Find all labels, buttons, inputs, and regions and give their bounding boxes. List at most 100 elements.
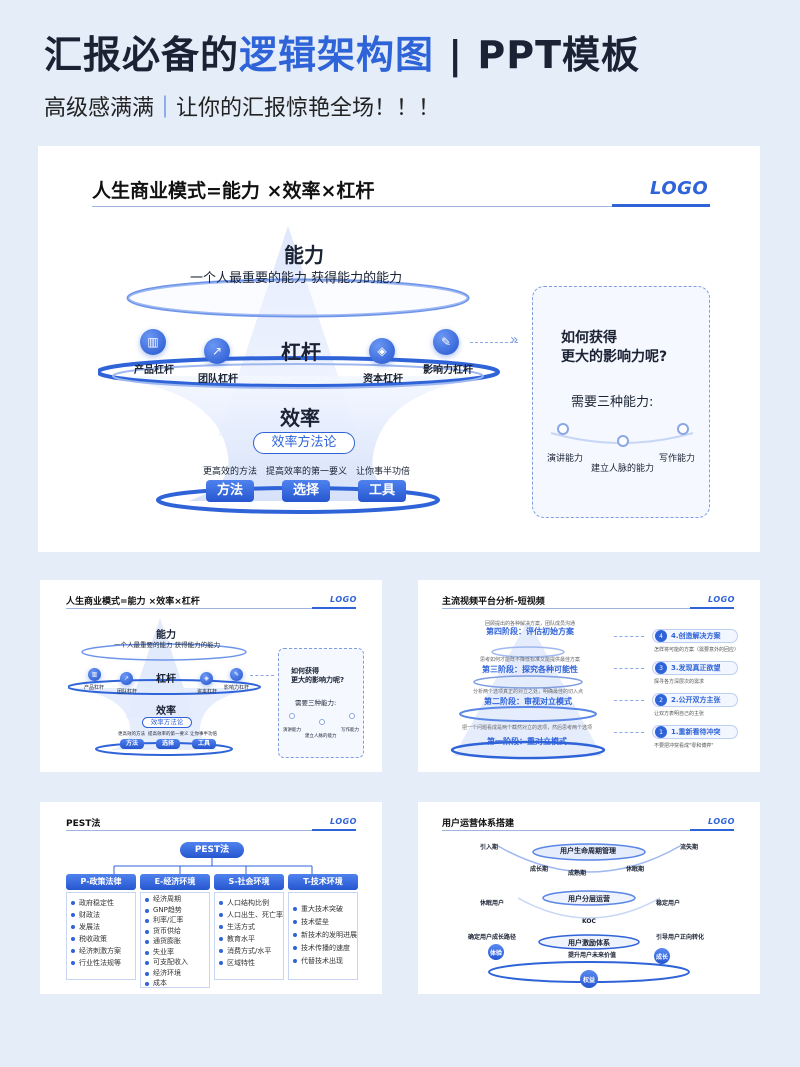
main-slide: 人生商业模式=能力 ×效率×杠杆 LOGO 能力 一个人最重要的能力 获得能力的…: [38, 146, 760, 552]
step-desc: 怎样将可能的方案（需要意外的回应）: [654, 647, 740, 653]
tool-button: 工具: [192, 739, 216, 749]
efficiency-desc: 让你事半功倍: [190, 732, 217, 737]
pest-column-body: 政府稳定性 财政法 发展法 税收政策 经济刺激方案 行业性法规等: [66, 892, 136, 980]
koc-label: KOC: [582, 918, 596, 925]
pest-item: 代替技术出现: [289, 955, 357, 968]
chart-icon: ↗: [120, 672, 133, 685]
pest-item: 失业率: [141, 947, 209, 958]
method-button: 方法: [206, 480, 254, 502]
ability-dot: [677, 423, 689, 435]
choice-button: 选择: [156, 739, 180, 749]
stage-title: 第四阶段：评估初始方案: [486, 627, 574, 636]
influence-icon: ✎: [230, 668, 243, 681]
step-desc: 让双方表明自己的主张: [654, 711, 705, 717]
efficiency-desc: 提高效率的第一要义: [148, 732, 189, 737]
capital-icon: ◈: [369, 338, 395, 364]
logo: LOGO: [708, 817, 735, 826]
step-desc: 不要把冲突看成"零和博弈": [654, 743, 714, 749]
solution-step: 1 1.重新看待冲突: [652, 725, 738, 739]
leverage-label: 团队杠杆: [117, 689, 138, 695]
efficiency-title: 效率: [280, 406, 320, 430]
stage-desc: 回顾提出的各种解决方案，团队成员沟通: [484, 621, 575, 627]
efficiency-method-pill: 效率方法论: [142, 717, 192, 728]
leverage-label: 产品杠杆: [84, 685, 105, 691]
stage-desc: 思考如何才能既不降低标准又能提供最佳方案: [479, 657, 580, 663]
slide-title: 人生商业模式=能力 ×效率×杠杆: [92, 180, 375, 202]
pest-column-body: 经济周期 GNP趋势 利率/汇率 货币供给 通货膨胀 失业率 可支配收入 经济环…: [140, 892, 210, 988]
title-part: | PPT模板: [434, 33, 640, 77]
influence-box: 如何获得 更大的影响力呢? 需要三种能力: 演讲能力 建立人脉的能力 写作能力: [278, 648, 364, 758]
path-label: 确定用户成长路径: [468, 934, 517, 941]
user-ops-graphic: [488, 843, 690, 983]
leverage-label: 影响力杠杆: [224, 685, 250, 691]
logo: LOGO: [330, 817, 357, 826]
arrow-head-icon: »: [510, 332, 519, 348]
step-label: 2.公开双方主张: [671, 696, 721, 704]
method-button: 方法: [120, 739, 144, 749]
pest-column-head: S-社会环境: [214, 874, 284, 890]
pest-item: 生活方式: [215, 921, 283, 933]
pest-item: 经济刺激方案: [67, 945, 135, 957]
incentive-label: 用户激励体系: [568, 939, 610, 947]
influence-question: 如何获得 更大的影响力呢?: [291, 667, 345, 684]
product-icon: ▥: [88, 668, 101, 681]
arrow-connector: [470, 342, 518, 343]
ability-label: 建立人脉的能力: [591, 464, 655, 474]
value-label: 提升用户未来价值: [568, 952, 617, 959]
phase-label: 休眠期: [626, 866, 645, 873]
pest-item: 税收政策: [67, 933, 135, 945]
page-subtitle: 高级感满满｜让你的汇报惊艳全场！！！: [44, 90, 440, 122]
user-type-label: 休眠用户: [480, 900, 505, 907]
pest-item: 消费方式/水平: [215, 945, 283, 957]
pest-item: GNP趋势: [141, 905, 209, 916]
ability-label: 演讲能力: [547, 454, 584, 464]
step-desc: 探寻各方深层次的需求: [654, 679, 705, 685]
pest-item: 人口结构比例: [215, 897, 283, 909]
leverage-label: 团队杠杆: [198, 374, 238, 385]
pest-item: 政府稳定性: [67, 897, 135, 909]
slide-title: 人生商业模式=能力 ×效率×杠杆: [66, 597, 200, 607]
ability-desc: 一个人最重要的能力 获得能力的能力: [190, 271, 403, 286]
ability-label: 写作能力: [659, 454, 696, 464]
experience-badge: 体验: [488, 944, 504, 960]
efficiency-desc: 提高效率的第一要义: [266, 467, 348, 477]
pest-column-head: E-经济环境: [140, 874, 210, 890]
leverage-label: 资本杠杆: [197, 689, 218, 695]
title-rule-accent: [690, 607, 734, 609]
efficiency-desc: 更高效的方法: [118, 732, 145, 737]
title-rule: [442, 608, 734, 609]
step-label: 4.创造解决方案: [671, 632, 721, 640]
pest-item: 重大技术突破: [289, 903, 357, 916]
leverage-title: 杠杆: [281, 340, 321, 364]
pest-item: 可支配收入: [141, 957, 209, 968]
stage-desc: 把一个问题看成是两个截然对立的选项，然后思考两个选项: [461, 725, 592, 731]
efficiency-method-pill: 效率方法论: [253, 432, 355, 454]
need-label: 需要三种能力:: [295, 699, 337, 707]
slide-thumb-3: PEST法 LOGO PEST法 P-政策法律 政府稳定性 财政法 发展法 税收…: [40, 802, 382, 994]
stage-desc: 分析两个选项真正的对立之处，明确最佳的切入点: [472, 689, 583, 695]
leverage-label: 影响力杠杆: [423, 365, 473, 376]
choice-button: 选择: [282, 480, 330, 502]
ability-desc: 一个人最重要的能力 获得能力的能力: [114, 641, 221, 649]
phase-label: 引入期: [480, 844, 499, 851]
pest-item: 新技术的发明进展: [289, 929, 357, 942]
efficiency-desc: 让你事半功倍: [356, 467, 411, 477]
influence-box: 如何获得 更大的影响力呢? 需要三种能力: 演讲能力 建立人脉的能力 写作能力: [532, 286, 710, 518]
leverage-label: 产品杠杆: [134, 365, 174, 376]
need-label: 需要三种能力:: [571, 395, 654, 410]
pest-item: 通货膨胀: [141, 936, 209, 947]
title-rule: [66, 608, 356, 609]
slide-thumb-2: 主流视频平台分析-短视频 LOGO 回顾提出的各种解决方案，团队成员沟通 第四阶…: [418, 580, 760, 772]
slide-title: PEST法: [66, 819, 101, 829]
ability-dot: [349, 713, 355, 719]
pest-item: 发展法: [67, 921, 135, 933]
logo: LOGO: [330, 595, 357, 604]
ability-dot: [557, 423, 569, 435]
step-number: 1: [655, 726, 667, 738]
title-rule-accent: [690, 829, 734, 831]
stage-pyramid: [450, 620, 606, 760]
lifecycle-label: 用户生命周期管理: [560, 847, 616, 855]
step-number: 3: [655, 662, 667, 674]
pest-column-head: P-政策法律: [66, 874, 136, 890]
slide-title: 主流视频平台分析-短视频: [442, 597, 545, 607]
